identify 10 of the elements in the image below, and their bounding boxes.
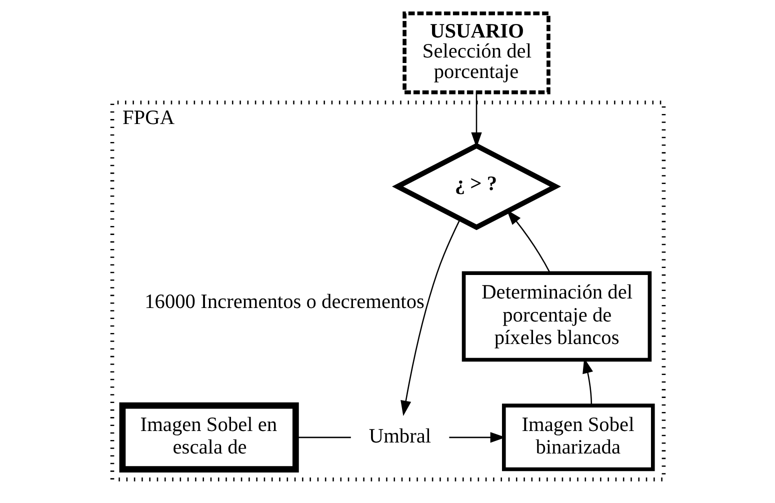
node-box: Determinación del porcentaje de píxeles blancos	[461, 271, 652, 362]
node-diamond: ¿ > ?	[392, 142, 561, 230]
node-box: Imagen Sobel binarizada	[501, 404, 654, 472]
node-box: Imagen Sobel en escala de	[118, 402, 298, 472]
node-text: Umbral	[368, 425, 431, 448]
edge-label: 16000 Incrementos o decrementos	[144, 291, 424, 314]
arrow	[400, 218, 460, 416]
node-box: USUARIO Selección del porcentaje	[402, 11, 550, 94]
connector	[296, 436, 350, 438]
arrow	[506, 210, 550, 274]
